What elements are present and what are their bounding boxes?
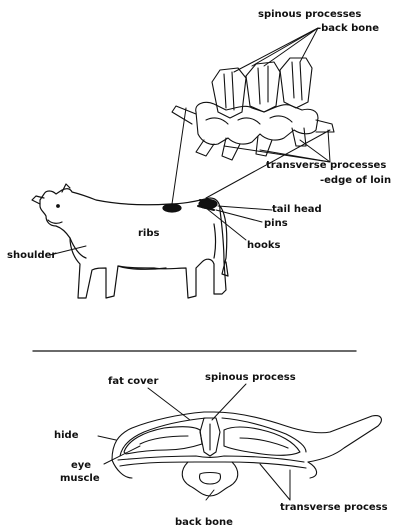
label-spinous-processes: spinous processes (258, 9, 361, 20)
label-back-bone: back bone (175, 517, 233, 528)
label-transverse-process: transverse process (280, 502, 388, 513)
label-shoulder: shoulder (7, 250, 56, 261)
label-back-bone-top: -back bone (317, 23, 379, 34)
leader-lines-cow (50, 206, 272, 255)
label-hide: hide (54, 430, 79, 441)
label-spinous-process: spinous process (205, 372, 296, 383)
label-eye: eye (71, 460, 91, 471)
vertebrae-illustration (172, 58, 334, 160)
label-muscle: muscle (60, 473, 100, 484)
leader-lines-bottom (98, 384, 290, 500)
label-fat-cover: fat cover (108, 376, 158, 387)
label-pins: pins (264, 218, 288, 229)
label-transverse-processes: transverse processes (266, 160, 386, 171)
cow-illustration (32, 184, 228, 298)
cross-section-illustration (112, 412, 381, 496)
label-tail-head: tail head (272, 204, 322, 215)
leader-lines-top (172, 28, 330, 204)
label-ribs: ribs (138, 228, 159, 239)
label-edge-of-loin: -edge of loin (320, 175, 391, 186)
label-hooks: hooks (247, 240, 280, 251)
